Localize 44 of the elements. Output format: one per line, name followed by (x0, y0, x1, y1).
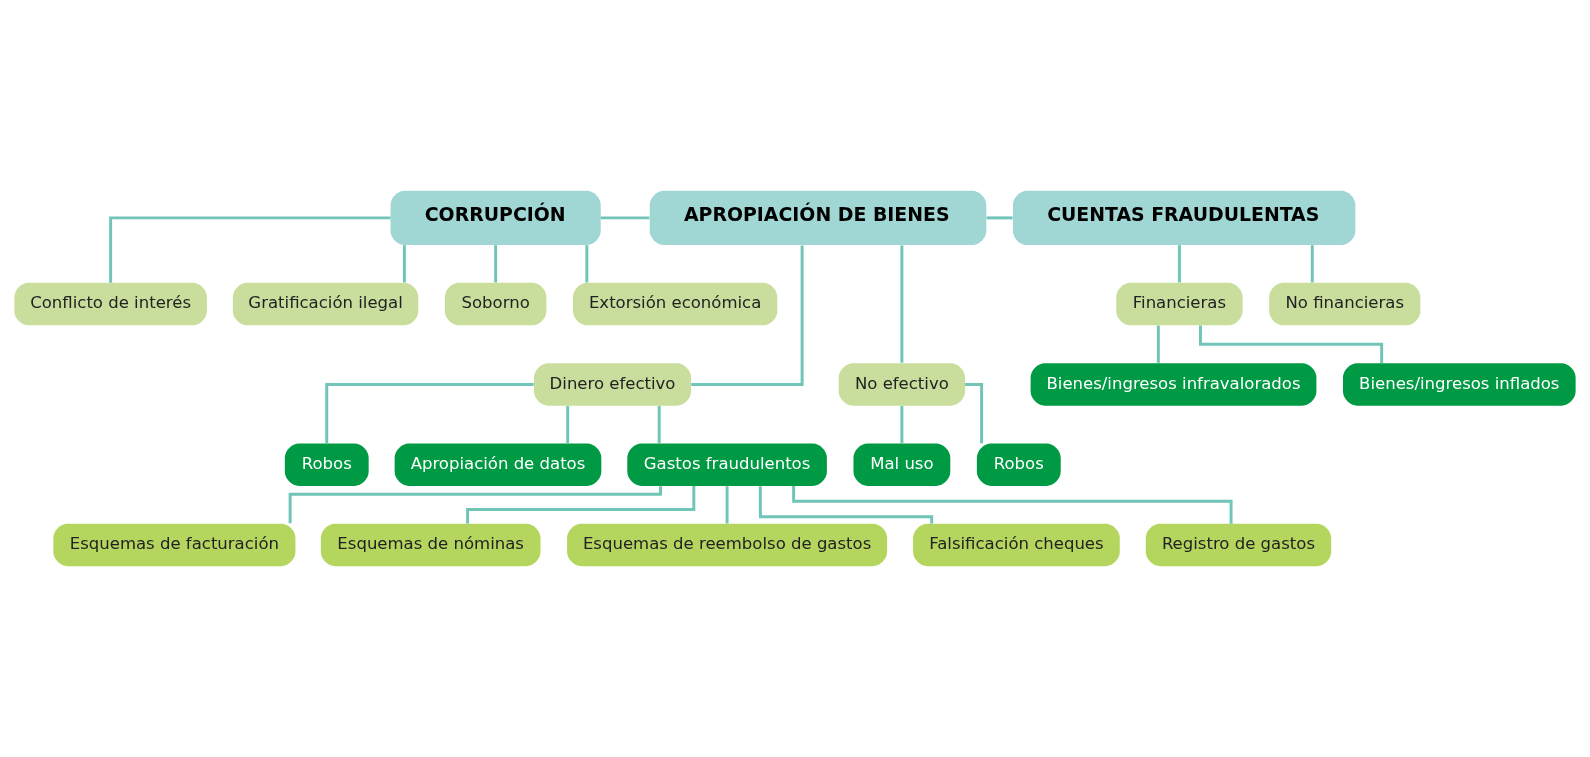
node-box: Registro de gastos (1145, 523, 1332, 567)
connector (402, 245, 406, 283)
connector (758, 486, 934, 524)
node-box: Apropiación de datos (394, 443, 602, 486)
node-box: No efectivo (838, 363, 966, 406)
node-box: CUENTAS FRAUDULENTAS (1012, 190, 1356, 246)
connector (466, 486, 696, 524)
connector (1199, 325, 1384, 363)
connector (900, 405, 904, 444)
connector (657, 405, 661, 444)
connector (1177, 245, 1181, 283)
connector (325, 382, 534, 444)
connector (566, 405, 570, 444)
node-box: Gastos fraudulentos (627, 443, 827, 486)
node-box: Extorsión económica (573, 282, 778, 326)
connector (600, 216, 650, 220)
node-box: Esquemas de facturación (53, 523, 296, 567)
node-box: Financieras (1116, 282, 1243, 326)
connector (1310, 245, 1314, 283)
node-box: Gratificación ilegal (232, 282, 419, 326)
connector (965, 382, 984, 444)
node-box: Soborno (444, 282, 547, 326)
node-box: Robos (976, 443, 1061, 486)
node-box: Mal uso (853, 443, 951, 486)
node-box: Esquemas de reembolso de gastos (567, 523, 888, 567)
connector (1156, 325, 1160, 363)
connector (494, 245, 498, 283)
node-box: APROPIACIÓN DE BIENES (649, 190, 987, 246)
connector (691, 245, 804, 386)
connector (725, 486, 729, 524)
connector (109, 216, 391, 283)
node-box: CORRUPCIÓN (390, 190, 601, 246)
connector (900, 245, 904, 363)
connector (986, 216, 1013, 220)
connector (288, 486, 663, 524)
node-box: Bienes/ingresos infravalorados (1030, 363, 1317, 406)
node-box: Bienes/ingresos inflados (1343, 363, 1576, 406)
node-box: Esquemas de nóminas (320, 523, 541, 567)
connector (585, 245, 589, 283)
node-box: Dinero efectivo (534, 363, 692, 406)
node-box: Robos (284, 443, 369, 486)
node-box: No financieras (1269, 282, 1421, 326)
node-box: Falsificación cheques (913, 523, 1120, 567)
node-box: Conflicto de interés (14, 282, 207, 326)
